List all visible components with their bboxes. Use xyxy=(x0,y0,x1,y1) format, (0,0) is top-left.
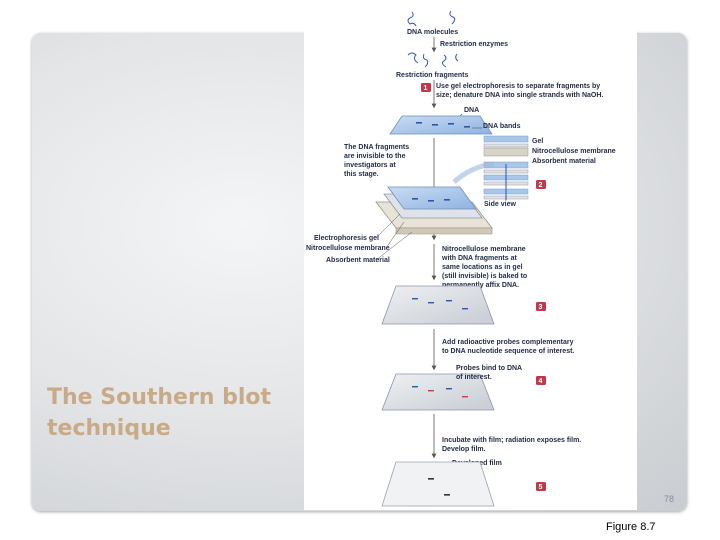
page-number: 78 xyxy=(664,494,675,504)
invisible-note-line1: The DNA fragments xyxy=(344,144,409,151)
step-badge-5 xyxy=(536,482,546,491)
southern-blot-figure: DNA molecules Restriction enzymes Restri… xyxy=(304,6,637,510)
dna-molecule-icons xyxy=(407,10,459,68)
step-number-5: 5 xyxy=(539,484,543,491)
invisible-note-line3: investigators at xyxy=(344,162,396,169)
film-text-line2: Develop film. xyxy=(442,446,486,453)
film-text-line1: Incubate with film; radiation exposes fi… xyxy=(442,437,581,444)
developed-film xyxy=(381,461,495,507)
step-badge-2 xyxy=(536,180,546,189)
figure-diagram: DNA molecules Restriction enzymes Restri… xyxy=(306,10,616,507)
invisible-note-line4: this stage. xyxy=(344,171,379,178)
membrane-probed xyxy=(381,373,495,411)
label-dna: DNA xyxy=(464,107,479,114)
step-number-2: 2 xyxy=(539,182,543,189)
label-dna-bands: DNA bands xyxy=(483,123,521,130)
label-side-view: Side view xyxy=(484,201,516,208)
label-nitrocellulose-membrane: Nitrocellulose membrane xyxy=(532,148,616,155)
label-absorbent-left: Absorbent material xyxy=(326,257,390,264)
label-restriction-enzymes: Restriction enzymes xyxy=(440,41,508,48)
step-badge-3 xyxy=(536,302,546,311)
step-badge-1 xyxy=(421,83,431,92)
step-number-1: 1 xyxy=(424,85,428,92)
step-number-3: 3 xyxy=(539,304,543,311)
side-view-stack xyxy=(483,135,529,200)
bind-text-line2: of interest. xyxy=(456,374,492,381)
label-electrophoresis-gel: Electrophoresis gel xyxy=(314,235,379,242)
probe-text-line1: Add radioactive probes complementary xyxy=(442,339,574,346)
nitro-note-line4: (still invisible) is baked to xyxy=(442,273,527,280)
label-nitrocellulose-left: Nitrocellulose membrane xyxy=(306,245,390,252)
step-badge-4 xyxy=(536,376,546,385)
figure-caption: Figure 8.7 xyxy=(606,521,656,533)
membrane-baked xyxy=(381,285,495,325)
step1-text-line1: Use gel electrophoresis to separate frag… xyxy=(436,83,600,90)
invisible-note-line2: are invisible to the xyxy=(344,153,406,160)
probe-text-line2: to DNA nucleotide sequence of interest. xyxy=(442,348,574,355)
nitro-note-line5: permanently affix DNA. xyxy=(442,282,519,289)
nitro-note-line3: same locations as in gel xyxy=(442,264,523,271)
gel-slab xyxy=(389,115,493,135)
label-gel: Gel xyxy=(532,138,543,145)
step1-text-line2: size; denature DNA into single strands w… xyxy=(436,92,603,99)
nitro-note-line1: Nitrocellulose membrane xyxy=(442,246,526,253)
nitro-note-line2: with DNA fragments at xyxy=(441,255,517,262)
step-number-4: 4 xyxy=(539,378,543,385)
label-absorbent-material: Absorbent material xyxy=(532,158,596,165)
transfer-stack xyxy=(375,161,495,235)
label-restriction-fragments: Restriction fragments xyxy=(396,72,468,79)
bind-text-line1: Probes bind to DNA xyxy=(456,365,522,372)
slide-title: The Southern blot technique xyxy=(47,385,272,441)
label-dna-molecules: DNA molecules xyxy=(407,29,458,36)
